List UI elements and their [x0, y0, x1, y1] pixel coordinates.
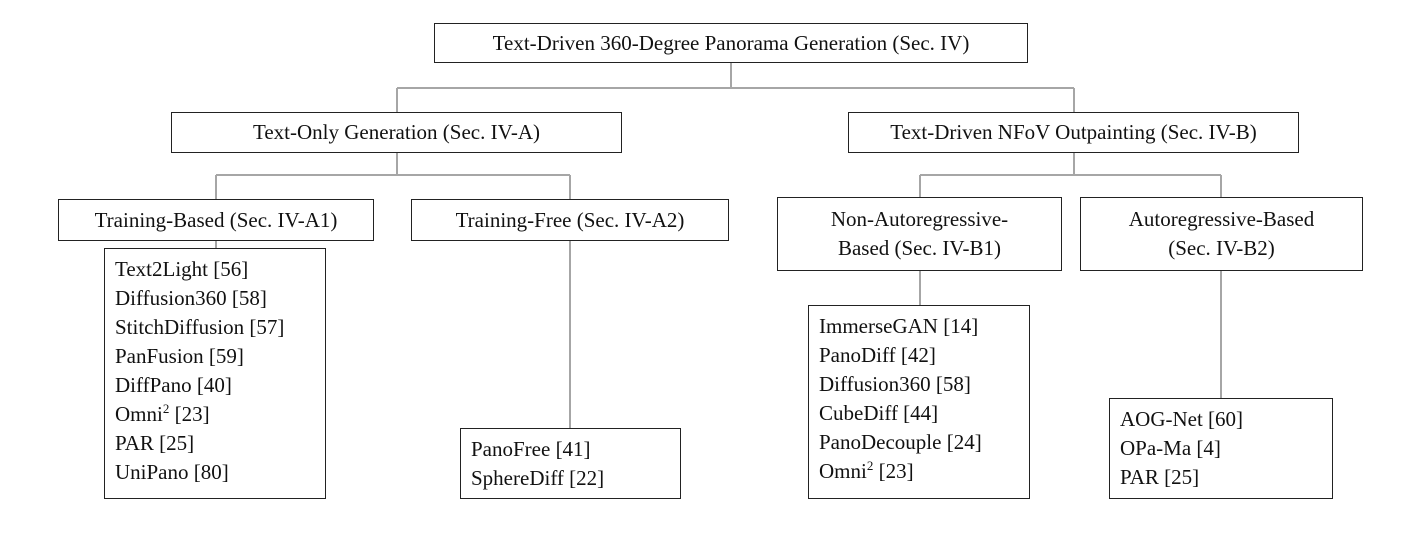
training-free-node-label: Training-Free (Sec. IV-A2): [455, 207, 685, 232]
omni-superscript: 2: [162, 401, 170, 416]
non-autoregressive-node: Non-Autoregressive- Based (Sec. IV-B1): [777, 197, 1062, 271]
list-item: PAR [25]: [1120, 465, 1200, 489]
list-item: PanoDecouple [24]: [819, 430, 982, 454]
nfov-node: Text-Driven NFoV Outpainting (Sec. IV-B): [848, 112, 1299, 153]
list-item: PAR [25]: [115, 431, 195, 455]
training-based-node: Training-Based (Sec. IV-A1): [58, 199, 374, 241]
list-item: AOG-Net [60]: [1120, 407, 1244, 431]
list-item: Diffusion360 [58]: [819, 372, 971, 396]
omni-name: Omni: [115, 402, 163, 426]
root-node-label: Text-Driven 360-Degree Panorama Generati…: [492, 30, 970, 55]
training-based-list: Text2Light [56] Diffusion360 [58] Stitch…: [104, 248, 326, 499]
training-based-node-label: Training-Based (Sec. IV-A1): [94, 207, 338, 232]
omni-ref: [23]: [873, 459, 914, 483]
list-item: CubeDiff [44]: [819, 401, 939, 425]
autoregressive-node-label-line1: Autoregressive-Based: [1128, 207, 1315, 231]
non-autoregressive-list: ImmerseGAN [14] PanoDiff [42] Diffusion3…: [808, 305, 1030, 499]
root-node: Text-Driven 360-Degree Panorama Generati…: [434, 23, 1028, 63]
non-autoregressive-node-label-line1: Non-Autoregressive-: [830, 207, 1009, 231]
autoregressive-list: AOG-Net [60] OPa-Ma [4] PAR [25]: [1109, 398, 1333, 499]
omni-name: Omni: [819, 459, 867, 483]
list-item-omni: Omni2 [23]: [115, 400, 315, 429]
list-item: Diffusion360 [58]: [115, 286, 267, 310]
list-item: PanoDiff [42]: [819, 343, 936, 367]
list-item: OPa-Ma [4]: [1120, 436, 1221, 460]
list-item: PanFusion [59]: [115, 344, 244, 368]
list-item: Text2Light [56]: [115, 257, 249, 281]
omni-ref: [23]: [169, 402, 210, 426]
list-item: SphereDiff [22]: [471, 466, 605, 490]
list-item: ImmerseGAN [14]: [819, 314, 979, 338]
autoregressive-node-label-line2: (Sec. IV-B2): [1168, 236, 1275, 260]
list-item: StitchDiffusion [57]: [115, 315, 285, 339]
list-item: UniPano [80]: [115, 460, 229, 484]
list-item-omni: Omni2 [23]: [819, 457, 1019, 486]
omni-superscript: 2: [866, 458, 874, 473]
list-item: PanoFree [41]: [471, 437, 591, 461]
non-autoregressive-node-label-line2: Based (Sec. IV-B1): [837, 236, 1002, 260]
text-only-node: Text-Only Generation (Sec. IV-A): [171, 112, 622, 153]
text-only-node-label: Text-Only Generation (Sec. IV-A): [253, 120, 540, 144]
training-free-list: PanoFree [41] SphereDiff [22]: [460, 428, 681, 499]
list-item: DiffPano [40]: [115, 373, 232, 397]
nfov-node-label: Text-Driven NFoV Outpainting (Sec. IV-B): [890, 120, 1257, 144]
autoregressive-node: Autoregressive-Based (Sec. IV-B2): [1080, 197, 1363, 271]
training-free-node: Training-Free (Sec. IV-A2): [411, 199, 729, 241]
